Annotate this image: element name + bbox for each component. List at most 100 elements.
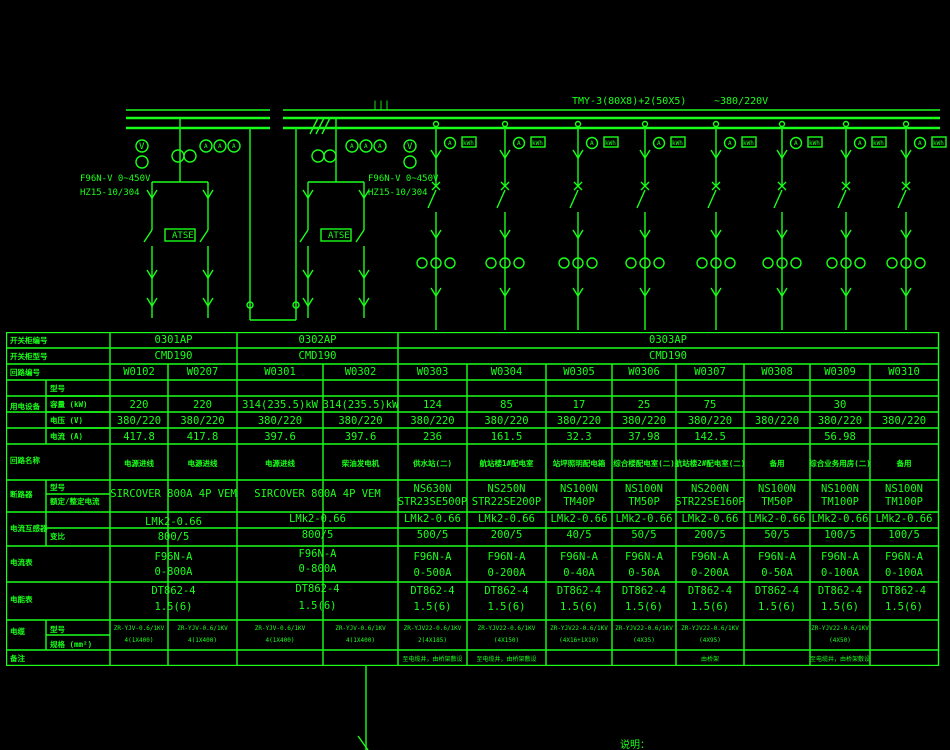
bus-tie-node [246, 301, 254, 309]
voltage-value: 380/220 [117, 415, 161, 427]
meter-rating: 1.5(6) [488, 601, 526, 613]
feeder-arrow [639, 149, 651, 160]
feeder-arrow [639, 287, 651, 298]
feeder-tap-node [902, 120, 910, 128]
incoming-1-meter-spec: F96N-V 0~450V [80, 174, 151, 184]
feeder-arrow [572, 229, 584, 240]
ammeter-model: F96N-A [488, 551, 527, 563]
feeder-tap-node [432, 120, 440, 128]
feeder-tap-node [641, 120, 649, 128]
feeder-ammeter-label: A [728, 140, 732, 147]
voltage-value: 380/220 [410, 415, 454, 427]
feeder-arrow [572, 149, 584, 160]
circuit-name: 电源进线 [124, 458, 154, 468]
feeder-ct-circle [826, 257, 838, 269]
voltage-value: 380/220 [882, 415, 926, 427]
circuit-no: W0305 [563, 366, 595, 378]
ammeter-circle [199, 139, 213, 153]
bus-tie-mark: ||| [372, 100, 390, 111]
ammeter-range: 0-200A [488, 567, 527, 579]
breaker-setting: TM50P [628, 496, 660, 508]
feeder-arrow [572, 287, 584, 298]
ammeter-label: A [364, 143, 368, 150]
feeder-switch-blade [496, 189, 506, 209]
capacity-value: 220 [193, 399, 212, 411]
feeder-breaker-mark [573, 181, 583, 191]
feeder-kwh-label: kWh [605, 140, 616, 147]
feeder-ct-circle [586, 257, 598, 269]
ammeter-range: 0-40A [563, 567, 595, 579]
voltage-value: 380/220 [755, 415, 799, 427]
meter-model: DT862-4 [755, 585, 799, 597]
feeder-arrow [430, 229, 442, 240]
ammeter-label: A [350, 143, 354, 150]
circuit-name: 供水站(二) [412, 458, 452, 468]
current-value: 417.8 [187, 431, 219, 443]
feeder-breaker-mark [640, 181, 650, 191]
ammeter-label: A [204, 143, 208, 150]
voltage-value: 380/220 [688, 415, 732, 427]
feeder-arrow [900, 229, 912, 240]
busbar-group: TMY-3(80X8)+2(50X5) ~380/220V ||| [126, 96, 940, 135]
feeder-kwh-label: kWh [532, 140, 543, 147]
circuit-name: 备用 [769, 458, 785, 468]
circuit-name: 站坪照明配电箱 [553, 458, 606, 468]
feeder-arrow [710, 229, 722, 240]
ammeter-circle [359, 139, 373, 153]
feeder-ct-circle [653, 257, 665, 269]
ct-model: LMk2-0.66 [616, 513, 673, 525]
voltmeter-fuse-circle [403, 155, 417, 169]
incoming-2-ats-label: ATSE [328, 231, 350, 241]
ct-model: LMk2-0.66 [478, 513, 535, 525]
cable-spec: 4(1X400) [125, 637, 154, 644]
ammeter-model: F96N-A [625, 551, 664, 563]
incoming-2-switch-spec: HZ15-10/304 [368, 188, 428, 198]
feeder-ct-circle [444, 257, 456, 269]
capacity-value: 75 [704, 399, 717, 411]
ammeter-range: 0-200A [691, 567, 730, 579]
ammeter-model: F96N-A [821, 551, 860, 563]
incoming-arrow [202, 269, 214, 280]
circuit-no: W0304 [491, 366, 523, 378]
ct-model: LMk2-0.66 [404, 513, 461, 525]
feeder-arrow [776, 229, 788, 240]
feeder-ct-circle [513, 257, 525, 269]
cable-spec: (4X95) [699, 637, 721, 644]
ammeter-model: F96N-A [414, 551, 453, 563]
feeder-ct-circle [558, 257, 570, 269]
circuit-no: W0309 [824, 366, 856, 378]
cable-spec: (4X16+1X10) [559, 637, 599, 644]
ammeter-range: 0-100A [821, 567, 860, 579]
meter-model: DT862-4 [484, 585, 528, 597]
feeder-arrow [710, 287, 722, 298]
current-value: 32.3 [566, 431, 591, 443]
ats-box [164, 228, 196, 242]
feeder-kwh-box [931, 136, 947, 148]
feeder-kwh-box [871, 136, 887, 148]
voltage-value: 380/220 [557, 415, 601, 427]
feeder-ammeter-label: A [657, 140, 661, 147]
capacity-value: 85 [500, 399, 513, 411]
feeder-ct-circle [696, 257, 708, 269]
bottom-feed-switch [357, 735, 369, 750]
ammeter-label: A [218, 143, 222, 150]
voltmeter-circle [135, 139, 149, 153]
feeder-breaker-mark [500, 181, 510, 191]
breaker-model: NS100N [821, 483, 859, 495]
incoming-switch-blade [143, 229, 153, 243]
ammeter-label: A [378, 143, 382, 150]
ammeter-range: 0-50A [628, 567, 660, 579]
feeder-ammeter-label: A [918, 140, 922, 147]
feeder-ct-circle [639, 257, 651, 269]
meter-model: DT862-4 [818, 585, 862, 597]
incoming-arrow [358, 297, 370, 308]
cabinet-model: CMD190 [299, 350, 337, 362]
current-value: 161.5 [491, 431, 523, 443]
incoming-arrow [302, 269, 314, 280]
ct-circle [323, 149, 337, 163]
feeder-kwh-box [741, 136, 757, 148]
meter-model: DT862-4 [557, 585, 601, 597]
feeder-kwh-label: kWh [873, 140, 884, 147]
